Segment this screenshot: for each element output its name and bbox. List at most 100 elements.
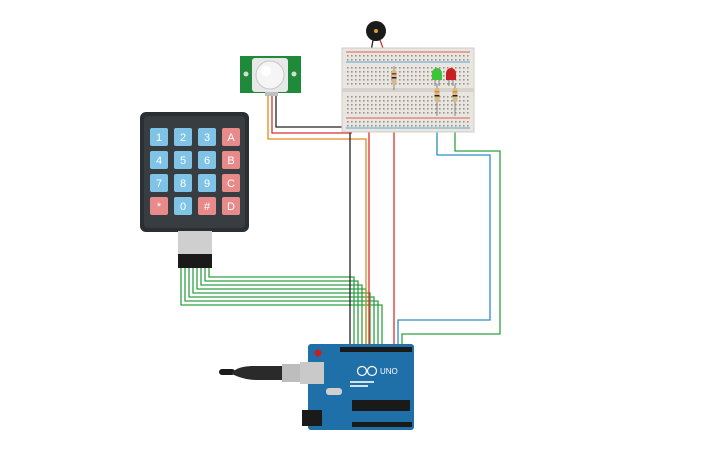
keypad-key-label: B <box>227 155 234 167</box>
breadboard-hole <box>415 100 417 102</box>
breadboard-hole <box>379 108 381 110</box>
keypad-key-label: 5 <box>180 155 186 167</box>
breadboard-hole <box>407 55 409 57</box>
breadboard-hole <box>367 100 369 102</box>
keypad-key-label: 7 <box>156 178 162 190</box>
breadboard-hole <box>463 75 465 77</box>
breadboard-hole <box>387 59 389 61</box>
arduino-chip <box>352 400 410 411</box>
breadboard-hole <box>403 108 405 110</box>
breadboard-center-gap <box>342 88 474 92</box>
breadboard-hole <box>347 104 349 106</box>
breadboard-hole <box>423 75 425 77</box>
breadboard-hole <box>435 121 437 123</box>
breadboard-hole <box>447 104 449 106</box>
breadboard-hole <box>451 83 453 85</box>
breadboard-hole <box>403 121 405 123</box>
breadboard-hole <box>407 83 409 85</box>
breadboard-hole <box>379 71 381 73</box>
keypad-key <box>150 174 168 192</box>
breadboard-hole <box>443 79 445 81</box>
breadboard-hole <box>375 121 377 123</box>
breadboard <box>341 47 475 133</box>
pir-dome-icon <box>255 60 285 90</box>
breadboard-hole <box>347 59 349 61</box>
breadboard-hole <box>379 100 381 102</box>
breadboard-hole <box>427 104 429 106</box>
breadboard-hole <box>359 67 361 69</box>
arduino-crystal <box>326 388 342 395</box>
breadboard-hole <box>379 125 381 127</box>
breadboard-hole <box>399 75 401 77</box>
breadboard-hole <box>431 83 433 85</box>
breadboard-hole <box>447 67 449 69</box>
breadboard-hole <box>467 75 469 77</box>
breadboard-hole <box>415 79 417 81</box>
breadboard-hole <box>371 125 373 127</box>
breadboard-hole <box>419 67 421 69</box>
keypad-key-label: 1 <box>156 132 162 144</box>
arduino-label-strip <box>350 381 374 383</box>
breadboard-hole <box>415 125 417 127</box>
breadboard-hole <box>359 125 361 127</box>
keypad-key <box>222 151 240 169</box>
breadboard-hole <box>367 112 369 114</box>
breadboard-hole <box>411 96 413 98</box>
breadboard-hole <box>351 100 353 102</box>
breadboard-hole <box>427 79 429 81</box>
breadboard-hole <box>407 100 409 102</box>
breadboard-hole <box>383 104 385 106</box>
breadboard-hole <box>415 121 417 123</box>
breadboard-hole <box>399 83 401 85</box>
breadboard-hole <box>359 83 361 85</box>
breadboard-hole <box>379 112 381 114</box>
resistor-band <box>434 91 440 93</box>
breadboard-hole <box>403 67 405 69</box>
breadboard-hole <box>383 100 385 102</box>
breadboard-hole <box>427 121 429 123</box>
breadboard-hole <box>411 75 413 77</box>
breadboard-hole <box>431 121 433 123</box>
breadboard-hole <box>439 108 441 110</box>
breadboard-hole <box>371 121 373 123</box>
breadboard-hole <box>383 67 385 69</box>
breadboard-hole <box>383 75 385 77</box>
breadboard-hole <box>367 71 369 73</box>
usb-plug-shell <box>282 364 304 382</box>
breadboard-hole <box>431 112 433 114</box>
breadboard-hole <box>439 112 441 114</box>
breadboard-hole <box>415 83 417 85</box>
breadboard-hole <box>367 83 369 85</box>
breadboard-hole <box>395 83 397 85</box>
breadboard-hole <box>403 125 405 127</box>
breadboard-hole <box>355 104 357 106</box>
breadboard-hole <box>427 83 429 85</box>
breadboard-hole <box>463 100 465 102</box>
breadboard-hole <box>383 59 385 61</box>
breadboard-hole <box>411 59 413 61</box>
breadboard-hole <box>387 108 389 110</box>
breadboard-hole <box>355 83 357 85</box>
usb-cable-body <box>232 366 282 380</box>
breadboard-hole <box>415 104 417 106</box>
breadboard-hole <box>387 121 389 123</box>
buzzer <box>366 21 386 41</box>
keypad-key <box>174 128 192 146</box>
breadboard-hole <box>355 100 357 102</box>
keypad-key-label: * <box>157 201 162 213</box>
breadboard-hole <box>379 79 381 81</box>
breadboard-hole <box>407 59 409 61</box>
breadboard-hole <box>407 79 409 81</box>
breadboard-hole <box>367 59 369 61</box>
breadboard-hole <box>419 104 421 106</box>
breadboard-hole <box>415 59 417 61</box>
breadboard-hole <box>419 75 421 77</box>
resistor-band <box>452 95 458 97</box>
breadboard-hole <box>467 108 469 110</box>
breadboard-hole <box>387 79 389 81</box>
breadboard-hole <box>455 83 457 85</box>
breadboard-hole <box>403 59 405 61</box>
breadboard-hole <box>399 67 401 69</box>
breadboard-hole <box>359 55 361 57</box>
breadboard-hole <box>359 100 361 102</box>
